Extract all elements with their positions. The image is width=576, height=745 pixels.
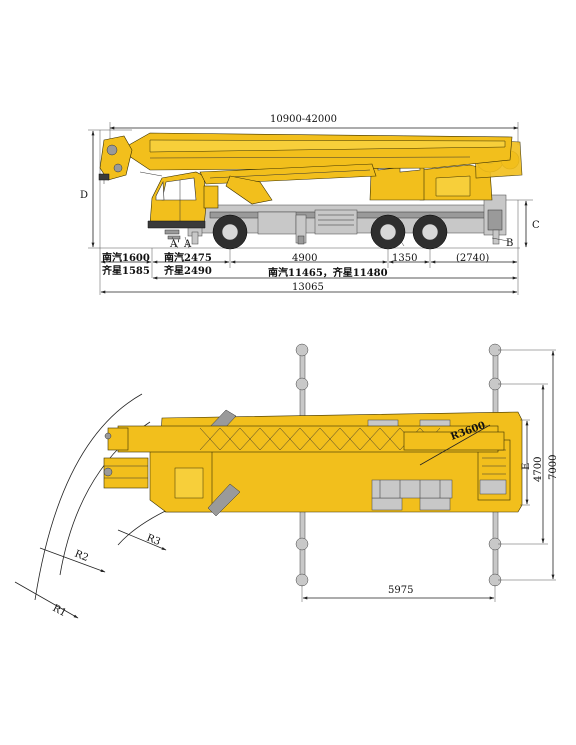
dim-qixing-front: 齐星1585 [102, 264, 150, 277]
swing-radius-arcs: R1 R2 R3 [14, 393, 191, 619]
label-a-prime: A' [169, 239, 180, 250]
dim-length-variants: 南汽11465，齐星11480 [268, 266, 388, 279]
label-r1: R1 [51, 603, 68, 619]
dim-rear-overhang: (2740) [456, 253, 489, 264]
dim-nanqi-cab: 南汽2475 [164, 251, 212, 264]
crane-boom-top: R3600 [103, 420, 505, 489]
crane-boom-side [98, 132, 513, 205]
label-b: B [506, 238, 513, 249]
dim-nanqi-front: 南汽1600 [102, 251, 150, 264]
top-dimensions: 7000 4700 E 5975 [301, 349, 559, 602]
dim-qixing-cab: 齐星2490 [164, 264, 212, 277]
side-dimension-rows: 南汽1600 南汽2475 4900 1350 (2740) 齐星1585 齐星… [100, 248, 518, 294]
side-view: 10900-42000 D C [80, 114, 540, 295]
label-r3: R3 [145, 533, 162, 548]
top-view: R1 R2 R3 [14, 343, 559, 619]
boom-length-dim: 10900-42000 [270, 114, 337, 125]
side-wheels [212, 214, 448, 250]
dim-total-length: 13065 [292, 282, 324, 293]
label-r2: R2 [73, 549, 90, 564]
dim-outrigger-inner: 4700 [533, 457, 544, 482]
dim-wheelbase-mid: 4900 [292, 253, 317, 264]
dim-label-e: E [521, 463, 532, 470]
dim-outrigger-long: 5975 [388, 585, 413, 596]
dim-label-c: C [532, 220, 540, 231]
dim-rear-axle-gap: 1350 [392, 253, 417, 264]
dim-outrigger-outer: 7000 [548, 455, 559, 480]
dim-label-d: D [80, 190, 88, 201]
